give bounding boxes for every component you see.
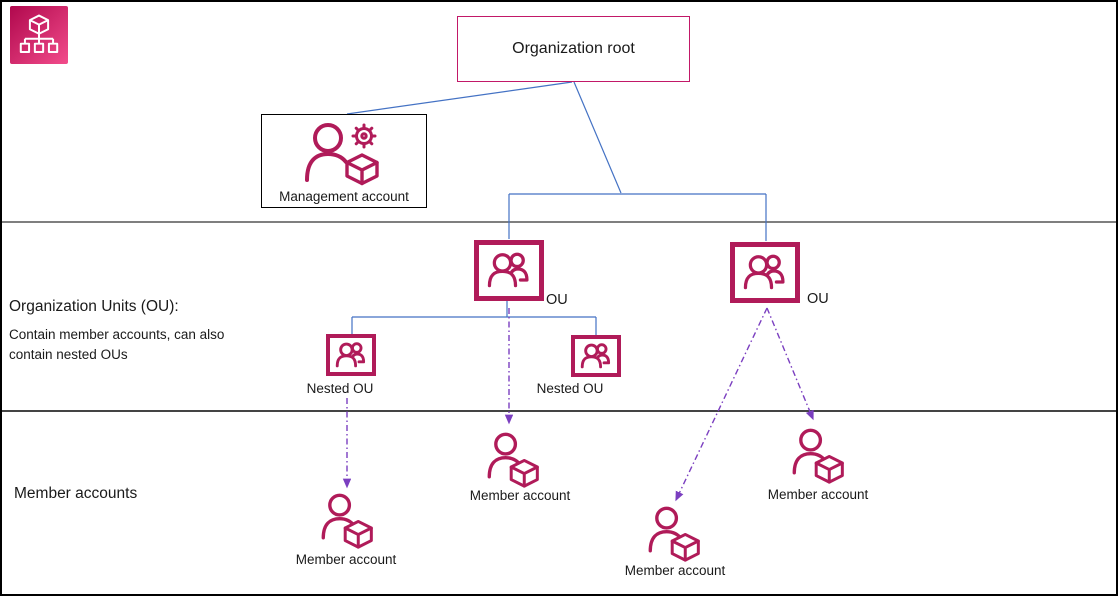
arrow-ou-right-to-member-lower	[675, 307, 768, 502]
nested-ou-right-box	[571, 335, 621, 377]
organization-root-label: Organization root	[512, 40, 635, 57]
account-person-cube-icon	[648, 506, 700, 562]
band-divider-bottom	[2, 410, 1116, 412]
organizational-unit-icon	[487, 252, 529, 287]
member-account-label: Member account	[469, 488, 571, 503]
aws-organizations-icon	[19, 14, 59, 53]
ou-right-label: OU	[807, 291, 829, 307]
arrow-ou-right-to-member-upper	[766, 307, 814, 421]
management-account-box: Management account	[261, 114, 427, 208]
organization-root-box: Organization root	[457, 16, 690, 82]
line-root-to-management	[346, 81, 573, 115]
member-account-label: Member account	[624, 563, 726, 578]
ou-band-heading: Organization Units (OU):	[9, 298, 179, 315]
ou-left-box	[474, 240, 544, 301]
ou-band-description-line1: Contain member accounts, can also	[9, 327, 225, 342]
management-account-label: Management account	[279, 188, 409, 204]
ou-band-description-line2: contain nested OUs	[9, 347, 128, 362]
ou-bracket	[508, 193, 767, 241]
nested-ou-bracket	[351, 301, 597, 335]
ou-right-box	[730, 242, 800, 303]
line-root-to-ou-bracket	[573, 81, 622, 194]
organizational-unit-icon	[743, 254, 785, 289]
organizational-unit-icon	[335, 341, 366, 367]
account-person-cube-icon	[321, 493, 373, 549]
account-person-cube-icon	[792, 428, 844, 484]
members-band-heading: Member accounts	[14, 485, 138, 502]
account-person-cube-icon	[487, 432, 539, 488]
member-account-label: Member account	[767, 487, 869, 502]
organizational-unit-icon	[580, 342, 611, 368]
aws-organizations-badge	[10, 6, 68, 64]
band-divider-top	[2, 221, 1116, 223]
nested-ou-right-label: Nested OU	[536, 381, 604, 396]
nested-ou-left-label: Nested OU	[306, 381, 374, 396]
nested-ou-left-box	[326, 334, 376, 376]
member-account-label: Member account	[295, 552, 397, 567]
ou-left-label: OU	[546, 292, 568, 308]
management-account-person-gear-cube-icon	[305, 123, 379, 186]
